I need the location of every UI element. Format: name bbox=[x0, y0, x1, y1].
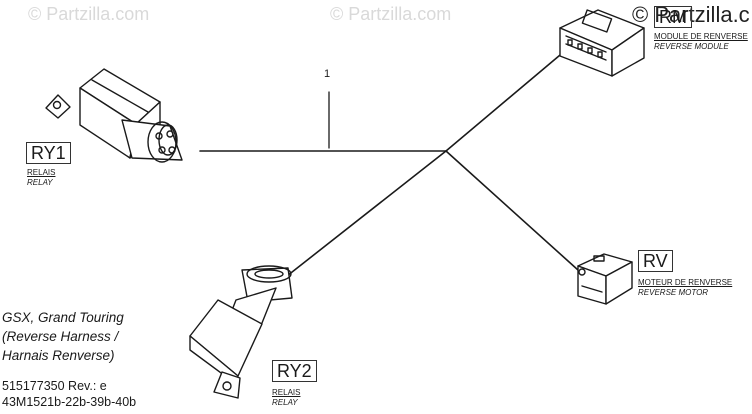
ry2-label-fr: RELAIS bbox=[272, 388, 301, 397]
reverse-module-drawing bbox=[559, 9, 645, 77]
reverse-motor-drawing bbox=[577, 253, 633, 305]
rv-label-fr: MOTEUR DE RENVERSE bbox=[638, 278, 733, 287]
rm-label-fr: MODULE DE RENVERSE bbox=[654, 32, 748, 41]
part-number-block: 515177350 Rev.: e 43M1521b-22b-39b-40b bbox=[2, 378, 136, 410]
ry1-description: RELAIS RELAY bbox=[27, 168, 55, 188]
diagram-caption: GSX, Grand Touring (Reverse Harness / Ha… bbox=[2, 308, 124, 365]
caption-line: (Reverse Harness / bbox=[2, 329, 119, 344]
ry2-label-en: RELAY bbox=[272, 398, 298, 407]
harness-wires bbox=[199, 49, 579, 277]
rm-code-label: RM bbox=[654, 6, 692, 28]
rv-description: MOTEUR DE RENVERSE REVERSE MOTOR bbox=[638, 278, 732, 298]
caption-line: GSX, Grand Touring bbox=[2, 310, 124, 325]
ry2-code-label: RY2 bbox=[272, 360, 317, 382]
rv-label-en: REVERSE MOTOR bbox=[638, 288, 709, 297]
relay-ry1-drawing bbox=[45, 68, 183, 163]
rm-description: MODULE DE RENVERSE REVERSE MODULE bbox=[654, 32, 748, 52]
ry2-description: RELAIS RELAY bbox=[272, 388, 300, 408]
ry1-code-label: RY1 bbox=[26, 142, 71, 164]
rm-label-en: REVERSE MODULE bbox=[654, 42, 729, 51]
caption-line: Harnais Renverse) bbox=[2, 348, 115, 363]
wire-to-rv bbox=[445, 150, 579, 271]
callout-number: 1 bbox=[324, 68, 331, 80]
watermark-center: © Partzilla.com bbox=[330, 4, 452, 24]
wire-to-ry2 bbox=[286, 150, 447, 277]
wire-to-rm bbox=[445, 49, 567, 152]
ry1-label-en: RELAY bbox=[27, 178, 53, 187]
rv-code-label: RV bbox=[638, 250, 673, 272]
relay-ry2-drawing bbox=[189, 265, 293, 399]
drawing-reference: 43M1521b-22b-39b-40b bbox=[2, 395, 137, 409]
ry1-label-fr: RELAIS bbox=[27, 168, 56, 177]
part-number-revision: 515177350 Rev.: e bbox=[2, 379, 107, 393]
watermark-left: © Partzilla.com bbox=[28, 4, 150, 24]
